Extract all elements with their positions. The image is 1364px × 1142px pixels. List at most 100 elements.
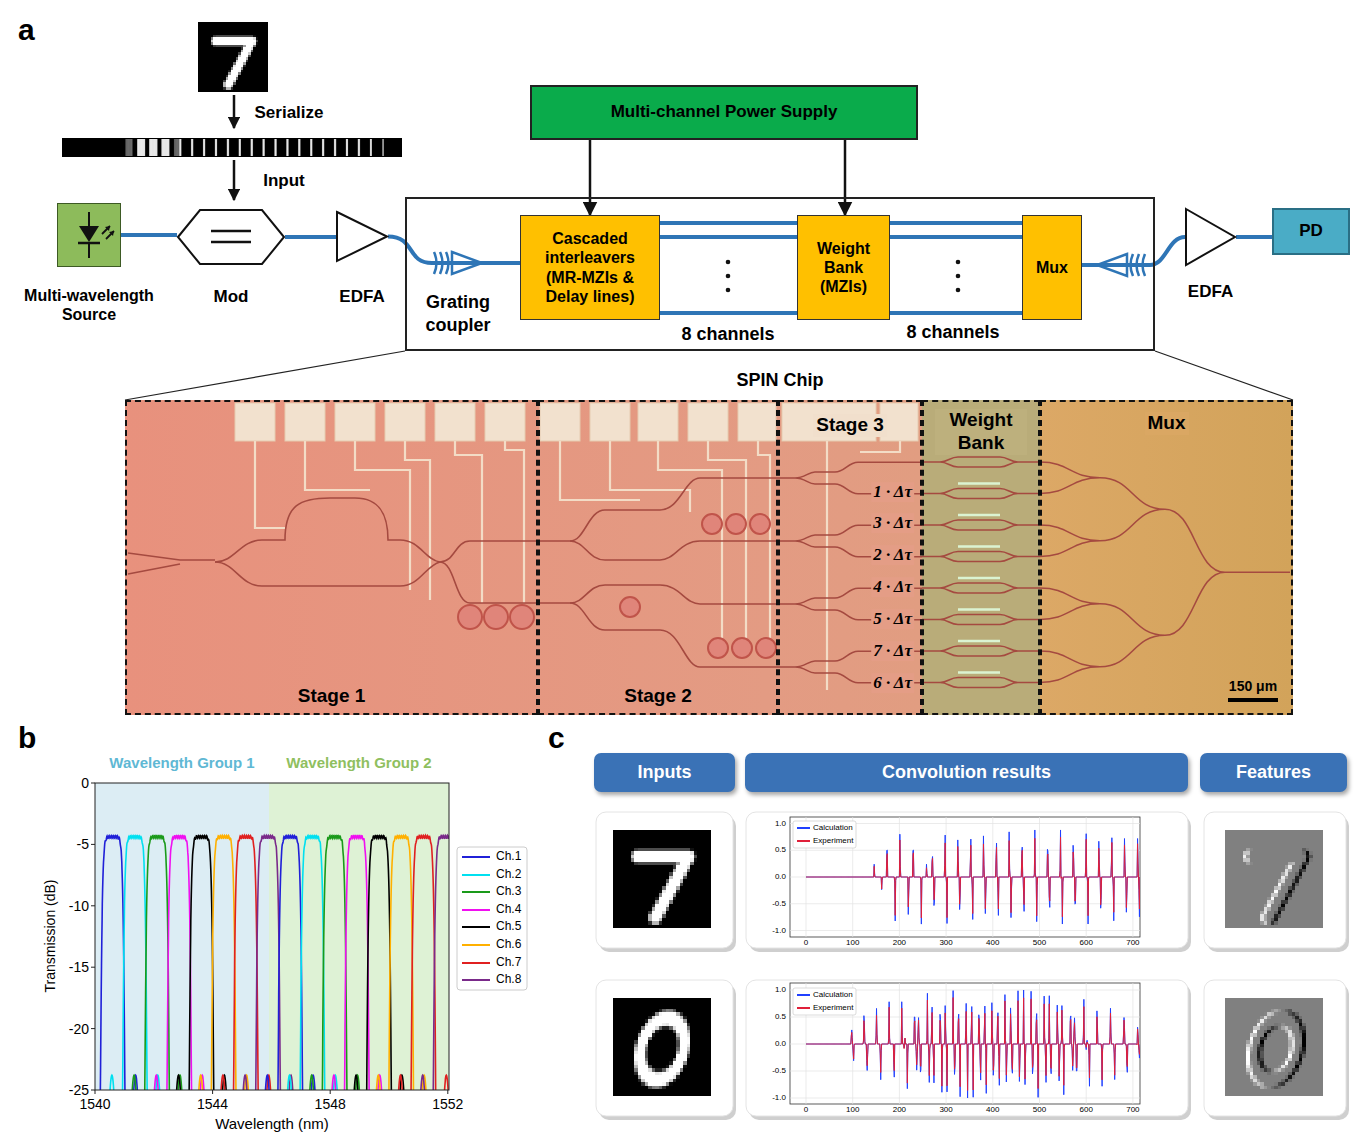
serialized-signal [251,139,253,156]
digit-image [1299,1026,1303,1030]
source-symbol [58,204,122,268]
digit-image [243,60,246,63]
digit-image [1260,1037,1264,1041]
digit-image [198,22,268,92]
digit-image [1264,1030,1268,1034]
digit-image [1299,1023,1303,1027]
digit-image [1295,1012,1299,1016]
serialized-signal [275,139,277,156]
digit-image [687,1030,691,1034]
digit-image [648,1065,652,1069]
digit-image [676,858,680,862]
hex-symbol [177,209,285,265]
legend-text: Experiment [813,1004,853,1013]
digit-image [669,893,673,897]
digit-image [1260,1023,1264,1027]
digit-image [1260,1040,1264,1044]
digit-image [1302,869,1306,873]
spectrum-plot [91,783,448,1094]
digit-image [1260,914,1264,918]
digit-image [256,42,259,45]
stage-region: Weight Bank [922,400,1040,715]
digit-image [1299,1044,1303,1048]
wavelength-band: Wavelength Group 1 [95,783,269,1090]
spectrum-plot [252,835,328,1090]
ring-resonator [458,514,776,658]
digit-image [241,47,244,50]
serialized-signal [322,139,324,156]
digit-image [676,1026,680,1030]
digit-image [1246,1068,1250,1072]
digit-image [1285,1065,1289,1069]
digit-image [1267,1012,1271,1016]
digit-image [645,855,649,859]
digit-image [648,1079,652,1083]
serialized-signal [165,139,167,156]
digit-image [213,37,216,40]
digit-image [1299,872,1303,876]
digit-image [648,1033,652,1037]
signal-chart [790,817,1172,1104]
digit-image [256,40,259,43]
digit-image [680,1040,684,1044]
tri-symbol [336,211,388,262]
label-text: 0 [81,775,89,791]
node-label: EDFA [1188,282,1233,302]
digit-image [248,40,251,43]
digit-image [1253,1075,1257,1079]
digit-image [680,1047,684,1051]
serialized-signal [334,139,336,156]
digit-image [645,1058,649,1062]
digit-image [231,37,234,40]
digit-image [645,1072,649,1076]
digit-image [673,1072,677,1076]
scale-bar [1228,698,1278,702]
digit-image [659,1023,663,1027]
serialized-signal [179,139,181,156]
digit-image [680,865,684,869]
flow-arrow [233,95,236,128]
serialized-signal [152,139,154,156]
electrode-pad [738,403,776,441]
legend-swatch [797,827,810,829]
digit-image [659,1086,663,1090]
digit-image [1302,1040,1306,1044]
spectrum-plot [91,967,95,968]
digit-image [1292,1037,1296,1041]
digit-image [652,911,656,915]
legend-swatch [462,856,490,858]
digit-image [241,50,244,53]
digit-image [1267,1072,1271,1076]
digit-image [669,1068,673,1072]
digit-image [1288,1072,1292,1076]
digit-image [634,1072,638,1076]
serialized-signal [168,139,170,156]
serialized-signal [274,139,276,156]
digit-image [1299,1037,1303,1041]
digit-image [241,67,244,70]
digit-image [669,1072,673,1076]
digit-image [218,35,221,38]
label-text: 600 [1080,938,1093,947]
digit-image [231,42,234,45]
digit-image [1281,907,1285,911]
electrode-pad [385,403,425,441]
digit-image [1302,1051,1306,1055]
digit-image [1288,1030,1292,1034]
digit-image [221,42,224,45]
digit-image [680,879,684,883]
digit-image [673,1065,677,1069]
digit-image [648,1082,652,1086]
digit-image [683,1026,687,1030]
digit-image [246,52,249,55]
digit-image [236,67,239,70]
digit-image [233,40,236,43]
digit-image [213,42,216,45]
digit-image [1264,1065,1268,1069]
result-card [596,980,733,1116]
digit-image [659,900,663,904]
legend-swatch [462,874,490,876]
digit-image [1285,865,1289,869]
serialized-signal [125,139,127,156]
